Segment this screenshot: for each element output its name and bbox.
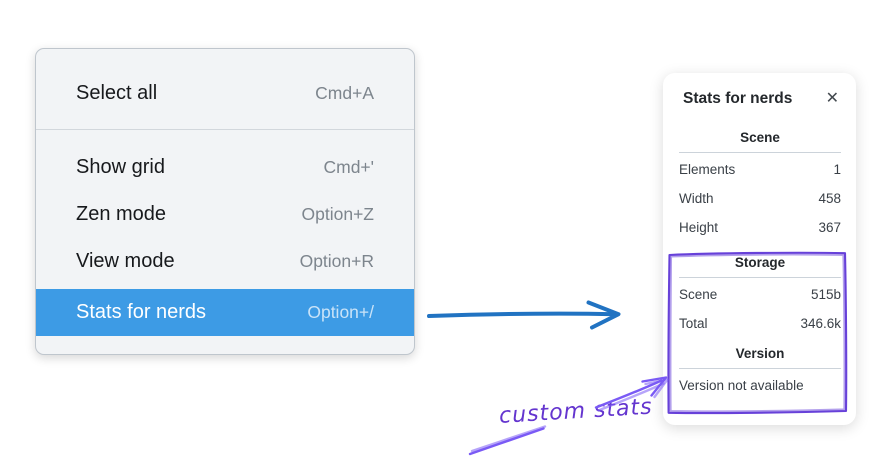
menu-item-view-mode[interactable]: View mode Option+R: [36, 238, 414, 285]
stats-section-version: Version Version not available: [663, 346, 856, 400]
menu-item-shortcut: Option+Z: [301, 204, 374, 224]
stat-value: 458: [818, 191, 841, 206]
stat-label: Height: [679, 220, 719, 235]
context-menu: Select all Cmd+A Show grid Cmd+' Zen mod…: [35, 48, 415, 355]
stat-label: Total: [679, 316, 708, 331]
menu-item-stats-for-nerds[interactable]: Stats for nerds Option+/: [36, 289, 414, 336]
menu-separator: [36, 129, 414, 130]
stat-value: 346.6k: [800, 316, 841, 331]
menu-item-zen-mode[interactable]: Zen mode Option+Z: [36, 191, 414, 238]
section-title: Scene: [740, 130, 780, 145]
stat-row-height: Height 367: [678, 213, 842, 242]
stat-label: Scene: [679, 287, 718, 302]
stat-row-elements: Elements 1: [678, 155, 842, 184]
flow-arrow[interactable]: [427, 300, 621, 330]
section-divider: [679, 277, 841, 278]
stat-row-total-storage: Total 346.6k: [678, 309, 842, 338]
stats-panel-title: Stats for nerds: [683, 90, 793, 107]
menu-item-shortcut: Option+R: [299, 251, 374, 271]
stat-label: Width: [679, 191, 714, 206]
stats-section-storage: Storage Scene 515b Total 346.6k: [663, 255, 856, 338]
close-icon: ✕: [825, 90, 839, 107]
section-title: Version: [735, 346, 785, 361]
stat-label: Elements: [679, 162, 736, 177]
custom-stats-annotation-text[interactable]: custom stats: [498, 394, 654, 429]
stat-row-scene-storage: Scene 515b: [678, 280, 842, 309]
stat-row-width: Width 458: [678, 184, 842, 213]
stats-section-scene: Scene Elements 1 Width 458 Height 367: [663, 130, 856, 242]
menu-item-shortcut: Option+/: [307, 302, 374, 322]
stat-value: 515b: [810, 287, 841, 302]
menu-item-label: Zen mode: [76, 203, 167, 225]
menu-item-label: Show grid: [76, 156, 165, 178]
section-title: Storage: [734, 255, 786, 270]
stat-value: 367: [818, 220, 841, 235]
version-note: Version not available: [679, 378, 804, 393]
stats-panel: Stats for nerds ✕ Scene Elements 1 Width…: [663, 73, 856, 425]
close-button[interactable]: ✕: [824, 89, 841, 109]
section-divider: [679, 152, 841, 153]
stats-panel-header: Stats for nerds ✕: [663, 73, 856, 109]
menu-item-shortcut: Cmd+A: [315, 82, 374, 103]
menu-item-label: View mode: [76, 250, 175, 272]
menu-item-show-grid[interactable]: Show grid Cmd+': [36, 144, 414, 191]
menu-item-select-all[interactable]: Select all Cmd+A: [36, 69, 414, 117]
menu-item-label: Stats for nerds: [76, 301, 207, 323]
menu-item-shortcut: Cmd+': [323, 157, 374, 177]
menu-item-label: Select all: [76, 81, 158, 104]
section-divider: [679, 368, 841, 369]
stat-value: 1: [833, 162, 841, 177]
